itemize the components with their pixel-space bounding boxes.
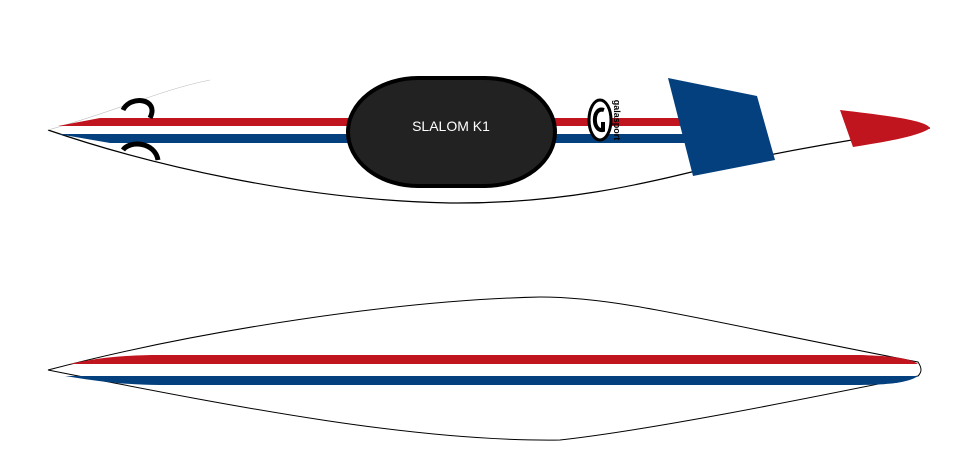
hull-outline xyxy=(47,296,922,441)
red-stripe xyxy=(70,355,918,364)
red-tail-panel xyxy=(840,110,930,147)
cockpit xyxy=(346,76,557,188)
logo-mark-bow-top xyxy=(120,98,155,120)
blue-stripe xyxy=(65,376,918,385)
logo-mark-bow-bottom xyxy=(120,141,161,161)
kayak-side-view: galasport xyxy=(47,76,931,204)
brand-logo: galasport xyxy=(587,98,622,142)
svg-text:galasport: galasport xyxy=(612,100,622,141)
kayak-hull-view xyxy=(47,296,922,441)
hull-outline-bottom xyxy=(47,127,931,204)
model-label: SLALOM K1 xyxy=(412,118,490,134)
blue-tail-panel xyxy=(668,78,775,176)
